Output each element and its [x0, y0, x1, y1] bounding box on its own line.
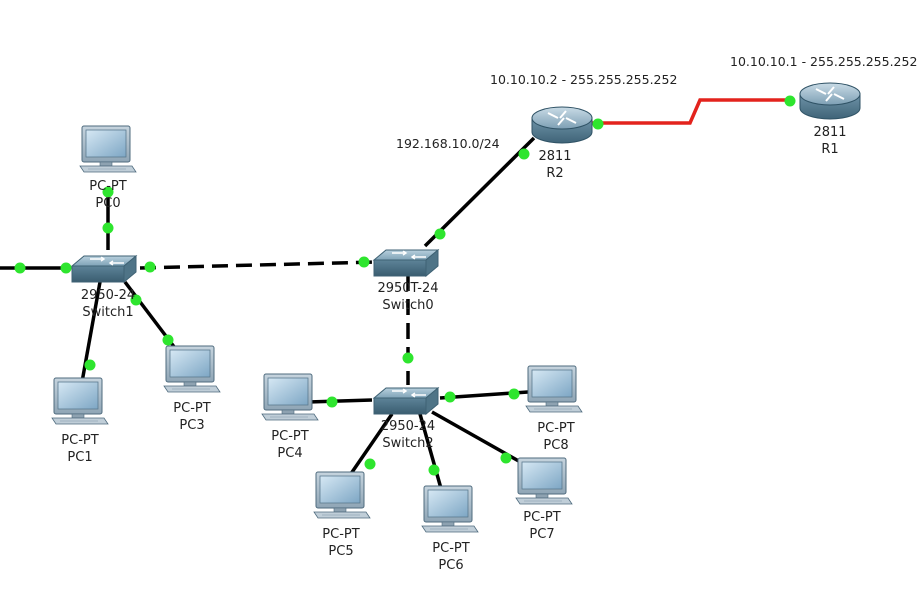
switch-name: Switch2 [382, 436, 434, 451]
port-dot [60, 262, 72, 274]
pc-model: PC-PT [322, 527, 360, 542]
pc1[interactable] [51, 377, 109, 425]
port-dot [364, 458, 376, 470]
port-dot [428, 464, 440, 476]
switch2[interactable] [373, 387, 439, 415]
switch0-label: 2950T-24 Switch0 [377, 280, 438, 314]
switch-name: Switch1 [82, 305, 134, 320]
port-dot [500, 452, 512, 464]
pc7-label: PC-PT PC7 [523, 509, 560, 543]
pc6[interactable] [421, 485, 479, 533]
router-r2-label: 2811 R2 [538, 148, 571, 182]
switch-model: 2950T-24 [377, 281, 439, 296]
router-name: R2 [546, 166, 564, 181]
pc8-label: PC-PT PC8 [537, 420, 574, 454]
pc4[interactable] [261, 373, 319, 421]
router-r2[interactable] [531, 106, 593, 144]
pc-model: PC-PT [173, 401, 211, 416]
pc-name: PC1 [67, 450, 93, 465]
r1-serial-address-label: 10.10.10.1 - 255.255.255.252 [730, 54, 917, 69]
port-dot [102, 186, 114, 198]
pc-model: PC-PT [271, 429, 309, 444]
port-dot [518, 148, 530, 160]
link-switch1-switch0-crossover [139, 260, 376, 270]
link-switch2-pc6 [418, 413, 444, 493]
pc-model: PC-PT [89, 179, 127, 194]
pc3[interactable] [163, 345, 221, 393]
pc-name: PC4 [277, 446, 303, 461]
port-dot [508, 388, 520, 400]
link-switch2-pc5 [346, 413, 394, 479]
pc-name: PC6 [438, 558, 464, 573]
port-dot [434, 228, 446, 240]
port-dot [402, 352, 414, 364]
pc-model: PC-PT [537, 421, 575, 436]
pc6-label: PC-PT PC6 [432, 540, 469, 574]
port-dot [144, 261, 156, 273]
switch2-label: 2950-24 Switch2 [381, 418, 435, 452]
port-dot [130, 294, 142, 306]
link-switch2-pc4 [307, 398, 373, 404]
router-r1[interactable] [799, 82, 861, 120]
lan-network-label: 192.168.10.0/24 [396, 136, 500, 151]
r2-serial-address-label: 10.10.10.2 - 255.255.255.252 [490, 72, 678, 87]
port-dot [84, 359, 96, 371]
pc-model: PC-PT [61, 433, 99, 448]
pc0[interactable] [79, 125, 137, 173]
switch-model: 2950-24 [80, 288, 136, 303]
port-dot [444, 391, 456, 403]
pc-model: PC-PT [523, 510, 561, 525]
port-dot [326, 396, 338, 408]
switch-model: 2950-24 [380, 419, 436, 434]
switch1-label: 2950-24 Switch1 [81, 287, 135, 321]
router-r1-label: 2811 R1 [813, 124, 846, 158]
router-model: 2811 [813, 125, 847, 140]
pc-name: PC7 [529, 527, 555, 542]
port-dot [162, 334, 174, 346]
pc1-label: PC-PT PC1 [61, 432, 98, 466]
port-dot [592, 118, 604, 130]
pc4-label: PC-PT PC4 [271, 428, 308, 462]
pc-name: PC5 [328, 544, 354, 559]
pc5-label: PC-PT PC5 [322, 526, 359, 560]
pc-name: PC8 [543, 438, 569, 453]
link-switch0-r2 [423, 136, 536, 248]
pc8[interactable] [525, 365, 583, 413]
switch1[interactable] [71, 255, 137, 283]
pc-name: PC3 [179, 418, 205, 433]
port-dot [358, 256, 370, 268]
router-model: 2811 [538, 149, 572, 164]
link-r2-r1-serial [592, 98, 790, 125]
pc-name: PC0 [95, 196, 121, 211]
pc0-label: PC-PT PC0 [89, 178, 126, 212]
pc3-label: PC-PT PC3 [173, 400, 210, 434]
port-dot [14, 262, 26, 274]
pc-model: PC-PT [432, 541, 470, 556]
port-dot [784, 95, 796, 107]
router-name: R1 [821, 142, 839, 157]
port-dot [102, 222, 114, 234]
switch0[interactable] [373, 249, 439, 277]
pc5[interactable] [313, 471, 371, 519]
pc7[interactable] [515, 457, 573, 505]
switch-name: Switch0 [382, 298, 434, 313]
port-indicators [14, 95, 796, 476]
